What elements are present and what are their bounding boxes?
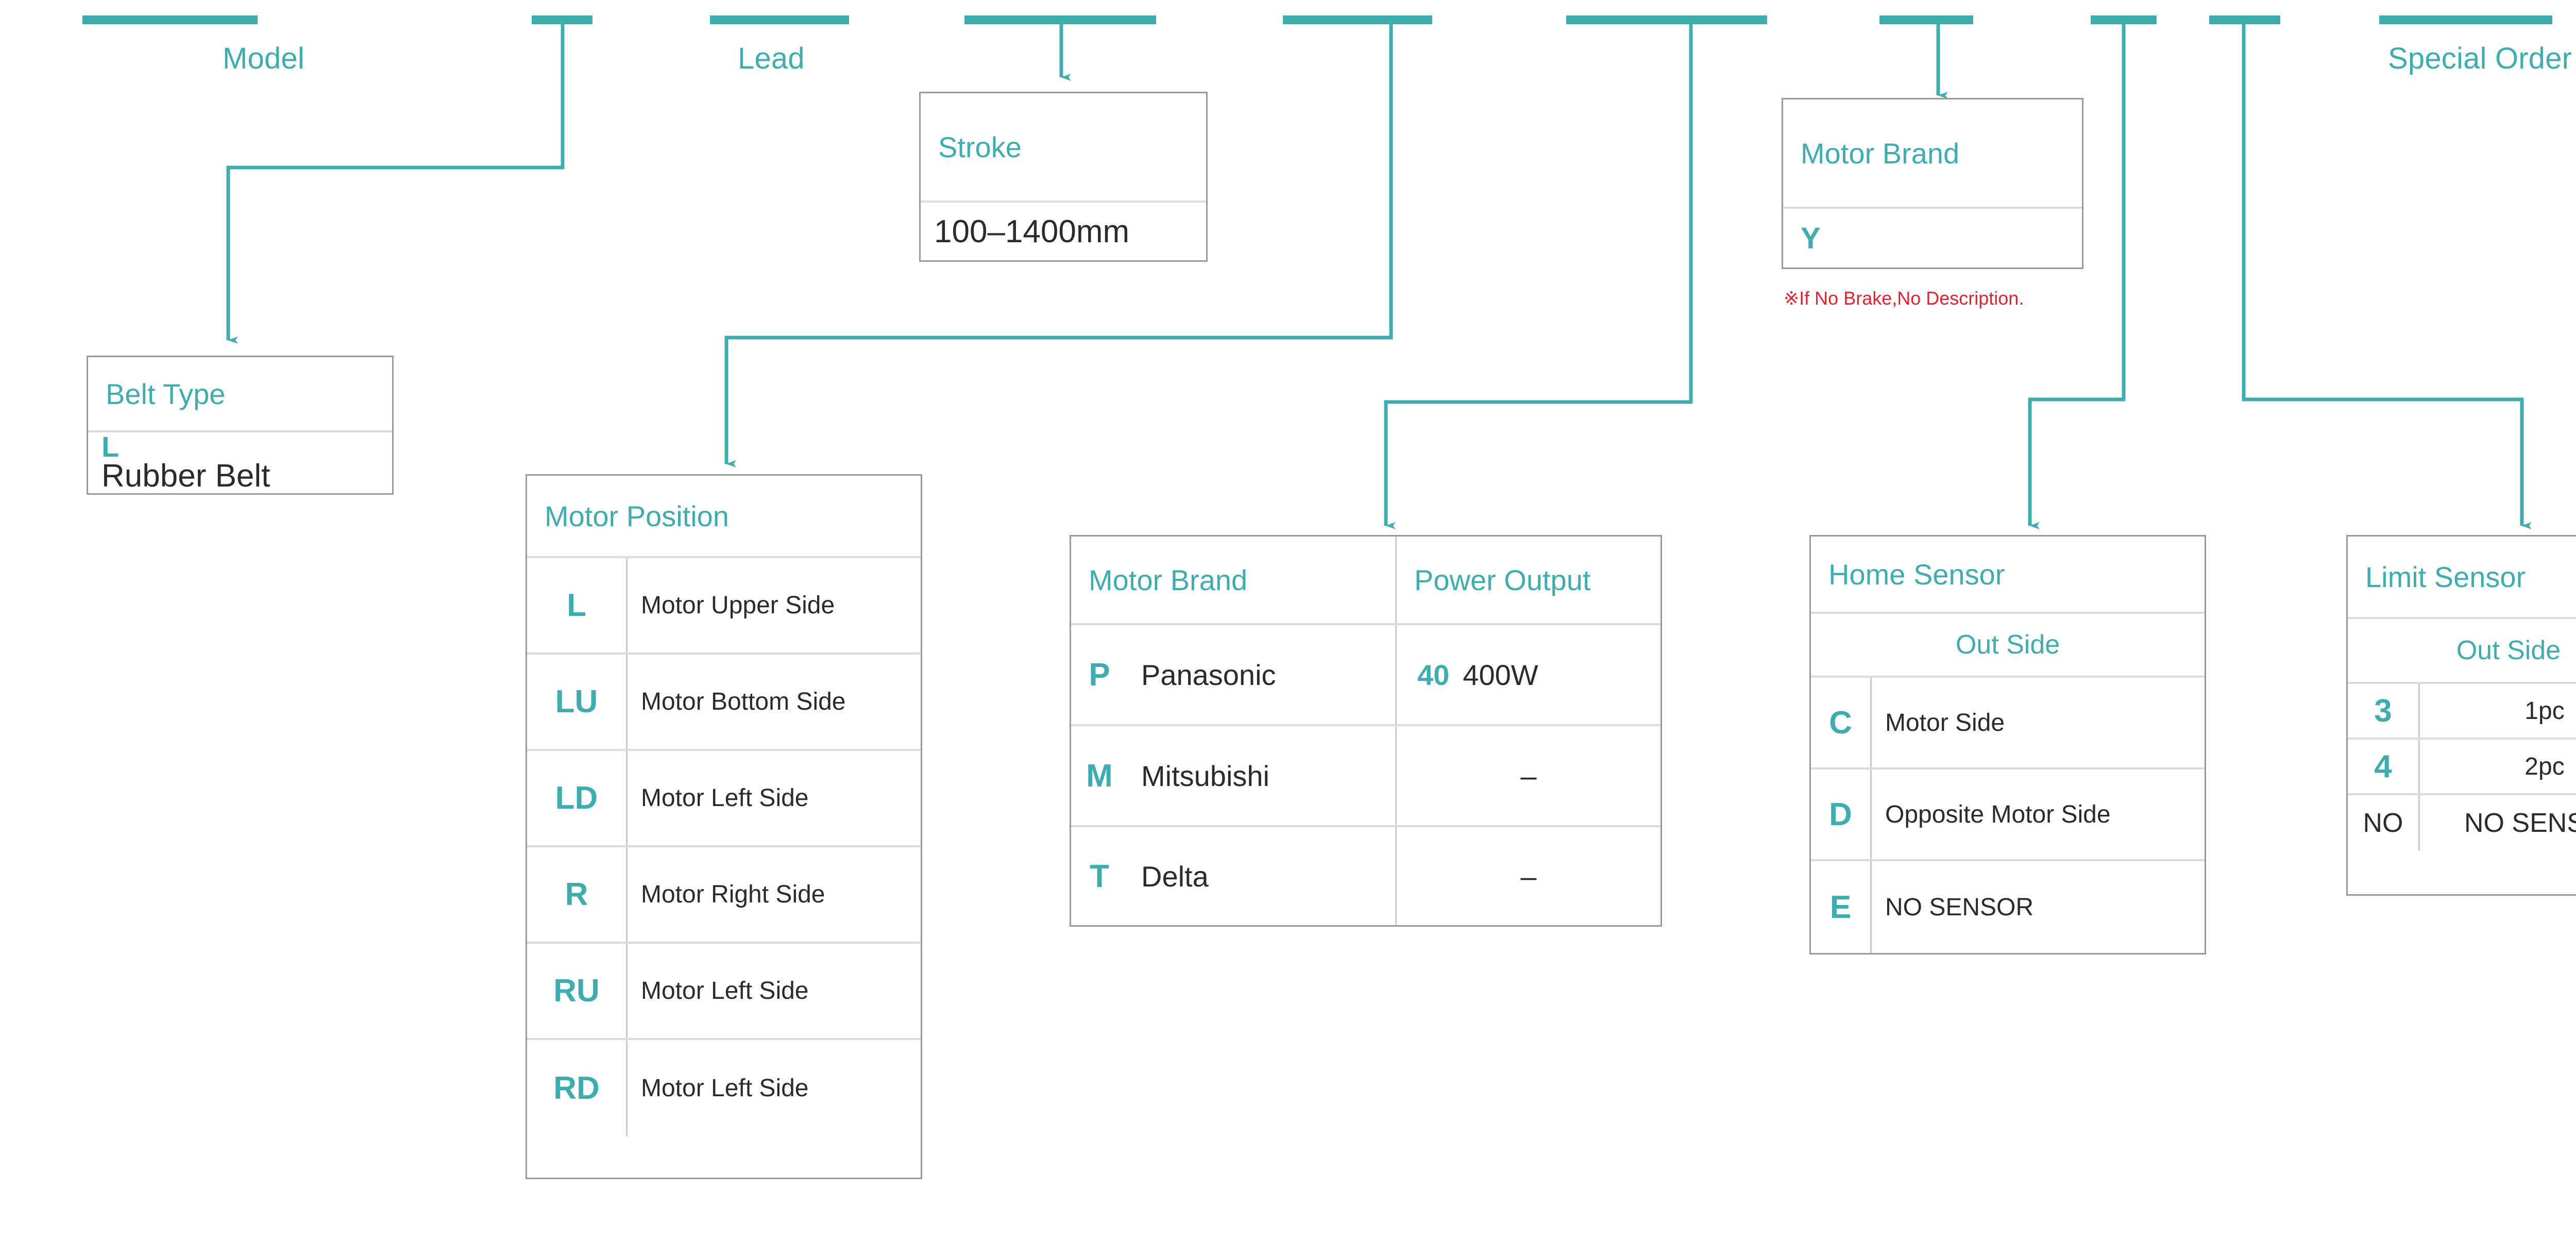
row-code: R (527, 847, 628, 942)
home-sensor-header-row: Home Sensor (1811, 537, 2205, 614)
code-dash-motorbrand (1566, 15, 1767, 24)
motor-brand-power-header-row: Motor Brand Power Output (1071, 537, 1660, 625)
table-row: L Motor Upper Side (527, 558, 921, 655)
row-text: Opposite Motor Side (1885, 800, 2111, 828)
table-row: 4 2pc (2348, 740, 2576, 795)
row-code: LU (527, 655, 628, 749)
row-power: 40 400W (1397, 625, 1660, 724)
row-power-code: 40 (1417, 658, 1450, 691)
row-code: P (1089, 657, 1110, 693)
row-text: Delta (1128, 827, 1397, 925)
row-code: 4 (2348, 740, 2420, 793)
code-dash-specialorder (2379, 15, 2552, 24)
power-output-header: Power Output (1414, 563, 1591, 596)
code-dash-lead (710, 15, 849, 24)
row-text: Motor Right Side (641, 881, 825, 908)
stroke-header: Stroke (921, 93, 1206, 203)
row-code: M (1086, 758, 1113, 794)
caption-lead: Lead (738, 42, 805, 75)
table-row: 3 1pc (2348, 684, 2576, 740)
code-dash-belt (532, 15, 592, 24)
limit-sensor-table: Limit Sensor Out Side 3 1pc 4 2pc NO NO … (2346, 535, 2576, 896)
stroke-value: 100–1400mm (934, 213, 1130, 249)
row-code: NO (2348, 795, 2420, 851)
table-row: NO NO SENSOR (2348, 795, 2576, 851)
motor-brand-single-box: Motor Brand Y (1782, 98, 2083, 269)
row-text: Panasonic (1128, 625, 1397, 724)
row-text: 1pc (2524, 697, 2565, 725)
home-sensor-subheader: Out Side (1811, 614, 2205, 678)
table-row: T Delta – (1071, 827, 1660, 925)
motor-brand-power-table: Motor Brand Power Output P Panasonic 40 … (1070, 535, 1662, 927)
limit-sensor-header-row: Limit Sensor (2348, 537, 2576, 619)
table-row: M Mitsubishi – (1071, 726, 1660, 827)
table-row: RU Motor Left Side (527, 944, 921, 1040)
table-row: RD Motor Left Side (527, 1040, 921, 1136)
code-dash-stroke (964, 15, 1156, 24)
row-power: – (1397, 827, 1660, 925)
row-text: Motor Bottom Side (641, 688, 846, 715)
limit-sensor-header: Limit Sensor (2365, 560, 2526, 593)
motor-brand-header: Motor Brand (1071, 537, 1397, 623)
table-row: E NO SENSOR (1811, 861, 2205, 953)
motor-position-table: Motor Position L Motor Upper Side LU Mot… (526, 474, 922, 1179)
limit-sensor-subheader: Out Side (2348, 619, 2576, 684)
row-text: Motor Side (1885, 709, 2005, 736)
belt-type-box: Belt Type L Rubber Belt (87, 356, 394, 495)
row-code: 3 (2348, 684, 2420, 738)
code-dash-motorpos (1283, 15, 1432, 24)
row-power-text: – (1520, 860, 1537, 893)
row-text: 2pc (2524, 752, 2565, 780)
row-code: RD (527, 1040, 628, 1136)
row-code: RU (527, 944, 628, 1038)
row-text: NO SENSOR (2464, 808, 2576, 838)
belt-type-body: L Rubber Belt (88, 432, 392, 493)
table-row: LD Motor Left Side (527, 751, 921, 847)
home-sensor-table: Home Sensor Out Side C Motor Side D Oppo… (1809, 535, 2206, 955)
row-text: NO SENSOR (1885, 893, 2034, 921)
table-row: LU Motor Bottom Side (527, 655, 921, 751)
code-dash-model (82, 15, 258, 24)
code-dash-homesensor (2091, 15, 2157, 24)
motor-position-header: Motor Position (545, 499, 729, 532)
motor-position-header-row: Motor Position (527, 476, 921, 558)
row-text: Motor Left Side (641, 977, 809, 1004)
row-power-text: – (1520, 759, 1537, 792)
row-text: Mitsubishi (1128, 726, 1397, 825)
caption-special-order-no: Special Order No. (2388, 42, 2576, 75)
row-code: C (1811, 678, 1872, 767)
code-dash-limitsensor (2209, 15, 2280, 24)
home-sensor-header: Home Sensor (1828, 558, 2005, 591)
belt-type-header: Belt Type (88, 357, 392, 432)
belt-type-value: Rubber Belt (101, 458, 270, 494)
code-dash-brake (1879, 15, 1973, 24)
caption-model: Model (223, 42, 304, 75)
motor-brand-single-code: Y (1801, 221, 1821, 255)
row-code: L (527, 558, 628, 652)
row-code: D (1811, 769, 1872, 859)
row-code: T (1090, 858, 1109, 894)
table-row: R Motor Right Side (527, 847, 921, 944)
belt-type-code: L (101, 430, 120, 463)
brake-note: ※If No Brake,No Description. (1784, 288, 2024, 309)
row-text: Motor Left Side (641, 1075, 809, 1102)
table-row: P Panasonic 40 400W (1071, 625, 1660, 726)
row-text: Motor Upper Side (641, 592, 835, 619)
stroke-box: Stroke 100–1400mm (919, 92, 1208, 262)
row-power: – (1397, 726, 1660, 825)
row-text: Motor Left Side (641, 784, 809, 812)
table-row: D Opposite Motor Side (1811, 769, 2205, 861)
row-power-text: 400W (1463, 658, 1538, 691)
table-row: C Motor Side (1811, 678, 2205, 769)
row-code: E (1811, 861, 1872, 953)
row-code: LD (527, 751, 628, 845)
motor-brand-single-header: Motor Brand (1783, 99, 2082, 209)
